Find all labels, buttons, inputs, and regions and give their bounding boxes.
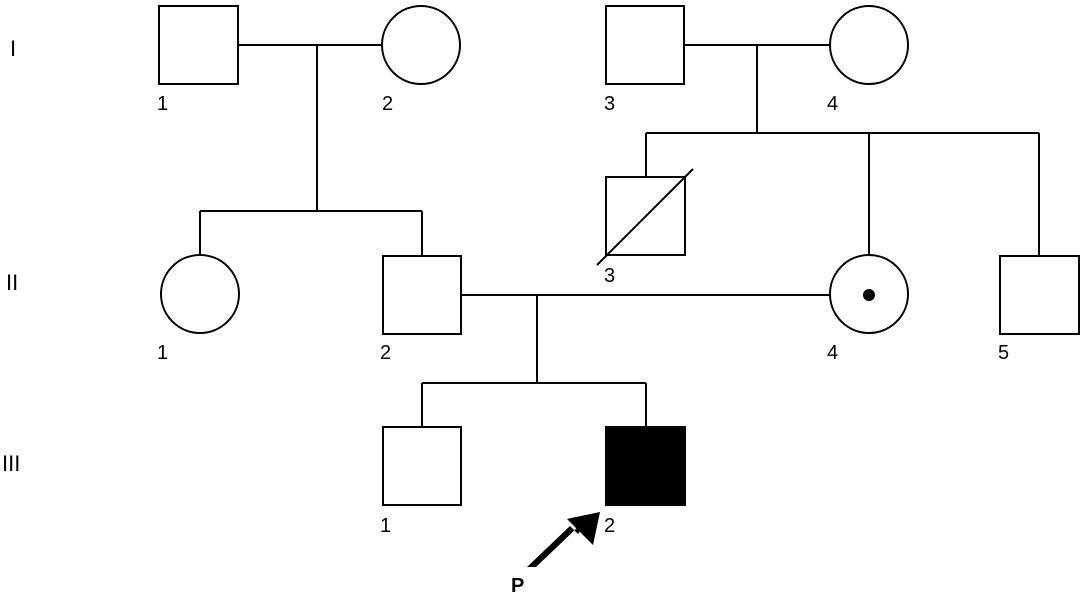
individual-ii1-female-circle (160, 254, 240, 334)
generation-label-1: I (10, 36, 16, 61)
individual-ii5-number: 5 (998, 342, 1009, 364)
arrow-head-icon (567, 512, 600, 545)
relationship-lines (199, 44, 1040, 427)
individual-i4-number: 4 (827, 93, 838, 115)
generation-label-2: II (6, 270, 18, 295)
individual-i4-female-circle (829, 5, 909, 85)
proband-label: P (511, 575, 524, 597)
individual-iii1-male-square (382, 426, 462, 506)
individual-ii4-number: 4 (827, 342, 838, 364)
individual-i1-male-square (158, 5, 239, 85)
individual-i3-number: 3 (604, 93, 615, 115)
individual-i2-number: 2 (382, 93, 393, 115)
individual-ii5-male-square (999, 255, 1080, 335)
individual-iii2-affected-male-square (605, 426, 686, 506)
carrier-dot-icon (863, 289, 875, 301)
individual-i2-female-circle (381, 5, 461, 85)
individual-iii1-number: 1 (380, 515, 391, 537)
individual-ii1-number: 1 (157, 342, 168, 364)
arrow-icon (527, 514, 592, 567)
individual-i3-male-square (605, 5, 685, 85)
proband-arrow-icon (527, 512, 600, 567)
generation-label-3: III (2, 451, 20, 476)
individual-ii2-number: 2 (380, 342, 391, 364)
individual-iii2-number: 2 (604, 515, 615, 537)
individual-i1-number: 1 (157, 93, 168, 115)
deceased-slash (596, 168, 694, 266)
individual-ii3-number: 3 (604, 265, 615, 287)
individual-ii2-male-square (382, 255, 462, 335)
